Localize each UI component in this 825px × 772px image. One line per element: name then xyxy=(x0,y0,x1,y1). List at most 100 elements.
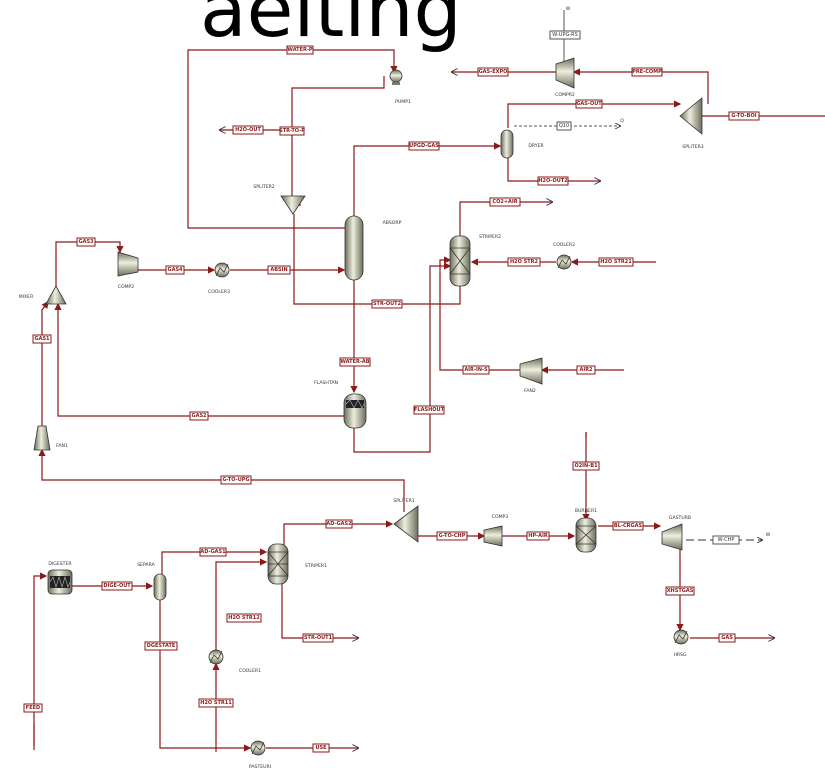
stream-label-water-ab: WATER-AB xyxy=(339,357,371,367)
stream-label-w-chp: W-CHP xyxy=(712,535,740,545)
equipment xyxy=(33,57,703,756)
fan-icon xyxy=(519,357,543,385)
digester-icon xyxy=(47,569,73,595)
svg-text:G-TO-UPG: G-TO-UPG xyxy=(222,477,249,483)
svg-text:G-TO-CHP: G-TO-CHP xyxy=(439,533,466,539)
svg-text:USE: USE xyxy=(315,745,327,751)
block-labels: PUMP1 COMPR2 SPLITER3 DRYER SPLITER2 ABS… xyxy=(19,92,704,770)
svg-text:O2IN-B1: O2IN-B1 xyxy=(574,463,598,469)
stream-label-gas-out: GAS-OUT xyxy=(575,99,603,109)
block-label-dryer: DRYER xyxy=(528,143,544,149)
svg-text:AD-GAS2: AD-GAS2 xyxy=(326,521,352,527)
heat-mark: Q xyxy=(620,118,624,124)
stream-label-pre-comp: PRE-COMP xyxy=(631,67,663,77)
stream-label-water-p: WATER-P xyxy=(286,45,314,55)
block-label-gasturb: GASTURB xyxy=(669,515,691,521)
stream-label-h2o-str2: H2O STR2 xyxy=(507,257,541,267)
svg-text:WATER-AB: WATER-AB xyxy=(340,359,369,365)
stripper-column-icon xyxy=(449,235,471,287)
splitter-icon xyxy=(679,97,703,135)
header-text: aelting xyxy=(200,0,462,54)
svg-text:GAS-OUT: GAS-OUT xyxy=(576,101,602,107)
svg-text:AD-GAS1: AD-GAS1 xyxy=(200,549,226,555)
svg-text:G-TO-BOI: G-TO-BOI xyxy=(731,113,756,119)
svg-text:STR-OUT2: STR-OUT2 xyxy=(373,301,402,307)
svg-text:GAS3: GAS3 xyxy=(78,239,94,245)
block-label-separa: SEPARA xyxy=(137,562,155,568)
stream-labels: WATER-P W-UPG-RS GAS-EXPO PRE-COMP GAS-O… xyxy=(23,30,760,753)
svg-text:H2O-OUT2: H2O-OUT2 xyxy=(538,178,568,184)
svg-text:GAS: GAS xyxy=(721,635,733,641)
block-label-splitter2: SPLITER2 xyxy=(253,184,275,190)
stream-label-gas: GAS xyxy=(718,633,736,643)
hrsg-icon xyxy=(673,629,689,645)
svg-text:DIGE-OUT: DIGE-OUT xyxy=(103,583,131,589)
stream-label-g-to-boi: G-TO-BOI xyxy=(728,111,760,121)
stream-label-o2in-b1: O2IN-B1 xyxy=(572,461,600,471)
mixer-icon xyxy=(45,285,67,305)
block-label-pasteuri: PASTEURI xyxy=(249,764,271,770)
stream-label-gas-expo: GAS-EXPO xyxy=(477,67,509,77)
pump-icon xyxy=(389,69,403,85)
compressor-icon xyxy=(483,525,503,547)
heat-exchanger-icon xyxy=(208,649,224,665)
stream-label-feed: FEED xyxy=(23,703,43,713)
svg-text:STR-OUT1: STR-OUT1 xyxy=(304,635,333,641)
svg-text:GAS-EXPO: GAS-EXPO xyxy=(479,69,508,75)
stream-label-gas4: GAS4 xyxy=(165,265,185,275)
svg-text:GAS4: GAS4 xyxy=(167,267,183,273)
block-label-compr2: COMPR2 xyxy=(555,92,575,98)
svg-text:UPGD-GAS: UPGD-GAS xyxy=(409,143,439,149)
stream-label-hp-air: HP-AIR xyxy=(526,531,550,541)
svg-text:AIR2: AIR2 xyxy=(579,367,593,373)
stream-label-co2-air: CO2+AIR xyxy=(489,197,521,207)
block-label-pump1: PUMP1 xyxy=(395,99,411,105)
svg-text:H2O STR11: H2O STR11 xyxy=(200,700,232,706)
heat-exchanger-icon xyxy=(214,262,230,278)
fan-icon xyxy=(33,425,51,451)
svg-text:STR-TO-P: STR-TO-P xyxy=(279,128,305,134)
svg-text:H2O STR12: H2O STR12 xyxy=(228,615,260,621)
svg-text:ABSIN: ABSIN xyxy=(270,267,287,273)
svg-text:GAS2: GAS2 xyxy=(191,413,207,419)
stream-label-flashout: FLASHOUT xyxy=(413,405,445,415)
block-label-fan2: FAN2 xyxy=(524,388,536,394)
svg-text:H2O STR2: H2O STR2 xyxy=(510,259,539,265)
splitter-icon xyxy=(280,195,306,215)
stream-label-air-in-s: AIR-IN-S xyxy=(462,365,490,375)
svg-text:XHSTGAS: XHSTGAS xyxy=(667,588,694,594)
block-label-cooler3: COOLER3 xyxy=(208,289,230,295)
svg-text:BL-CRGAS: BL-CRGAS xyxy=(614,523,643,529)
stream-label-gas2: GAS2 xyxy=(189,411,209,421)
stream-label-h2o-out: H2O-OUT xyxy=(232,125,264,135)
stream-label-str-out2: STR-OUT2 xyxy=(371,299,403,309)
stream-label-gas1: GAS1 xyxy=(32,334,52,344)
svg-text:FEED: FEED xyxy=(26,705,40,711)
splitter-icon xyxy=(393,505,419,543)
stream-label-dgestate: DGESTATE xyxy=(144,641,178,651)
flash-tank-icon xyxy=(343,393,367,429)
svg-text:HP-AIR: HP-AIR xyxy=(528,533,548,539)
dryer-icon xyxy=(500,129,514,159)
stream-label-upgd-gas: UPGD-GAS xyxy=(408,141,440,151)
block-label-comp2: COMP2 xyxy=(118,284,135,290)
stream-label-absin: ABSIN xyxy=(267,265,291,275)
block-label-absorp: ABSORP xyxy=(383,220,402,226)
stream-label-h2o-str11: H2O STR11 xyxy=(198,698,234,708)
work-mark-right: W xyxy=(766,532,771,538)
stream-label-use: USE xyxy=(312,743,330,753)
block-label-flashtan: FLASHTAN xyxy=(314,380,338,386)
stripper-column-icon xyxy=(267,543,289,585)
block-label-cooler1: COOLER1 xyxy=(239,668,261,674)
stream-lines xyxy=(33,10,825,752)
svg-text:H2O-OUT: H2O-OUT xyxy=(235,127,261,133)
separator-icon xyxy=(153,573,167,601)
svg-text:DGESTATE: DGESTATE xyxy=(147,643,176,649)
stream-label-g-to-chp: G-TO-CHP xyxy=(436,531,468,541)
work-mark-top: W xyxy=(566,6,571,12)
stream-label-h2o-str12: H2O STR12 xyxy=(226,613,262,623)
stream-label-bl-crgas: BL-CRGAS xyxy=(612,521,644,531)
block-label-splitter1: SPLITER1 xyxy=(393,498,415,504)
compressor-icon xyxy=(117,251,139,277)
